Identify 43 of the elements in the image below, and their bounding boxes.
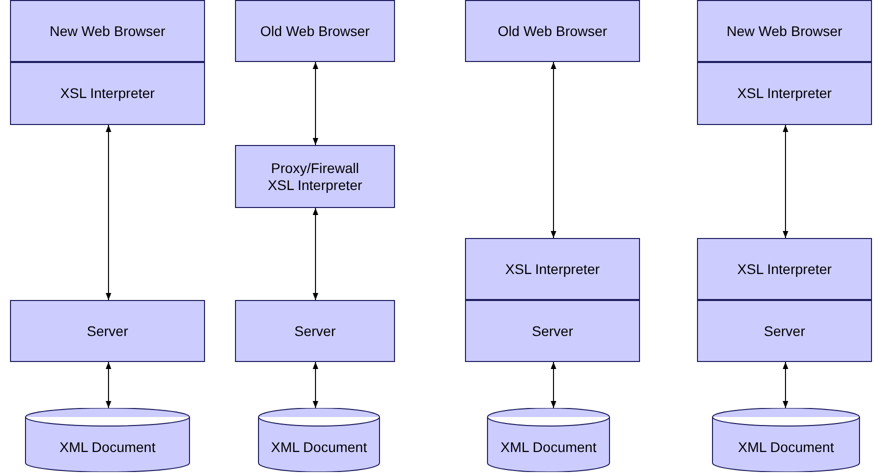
double-arrow — [312, 62, 318, 146]
double-arrow — [550, 362, 556, 408]
box-label: XML Document — [738, 438, 834, 456]
process-box — [697, 62, 872, 125]
process-box — [697, 238, 872, 300]
box-label: Server — [86, 322, 128, 340]
box-label: Server — [532, 322, 574, 340]
box-label: XSL Interpreter — [60, 85, 155, 102]
box-label: XSL Interpreter — [737, 260, 832, 278]
process-box — [235, 145, 395, 208]
process-box — [10, 300, 205, 362]
box-label: New Web Browser — [50, 22, 166, 40]
process-box — [10, 0, 205, 62]
box-label: Proxy/Firewall XSL Interpreter — [266, 160, 364, 194]
double-arrow — [106, 362, 112, 408]
database-cylinder — [25, 408, 190, 472]
process-box — [10, 62, 205, 125]
box-label: New Web Browser — [726, 22, 842, 40]
box-label: XML Document — [60, 438, 156, 456]
box-label: Server — [764, 322, 806, 340]
process-box — [465, 300, 640, 362]
process-box — [465, 238, 640, 300]
database-cylinder — [258, 408, 380, 472]
double-arrow — [782, 362, 788, 408]
box-label: XML Document — [500, 438, 596, 456]
process-box — [235, 300, 395, 362]
database-cylinder — [487, 408, 610, 472]
process-box — [235, 0, 395, 62]
box-label: XSL Interpreter — [737, 85, 832, 102]
box-label: XSL Interpreter — [505, 260, 600, 278]
double-arrow — [312, 208, 318, 300]
double-arrow — [782, 124, 788, 238]
box-label: Server — [294, 322, 336, 340]
process-box — [697, 0, 872, 62]
box-label: XML Document — [271, 438, 367, 456]
double-arrow — [312, 362, 318, 408]
process-box — [465, 0, 640, 62]
box-label: Old Web Browser — [498, 22, 608, 40]
database-cylinder — [712, 408, 860, 472]
process-box — [697, 300, 872, 362]
box-label: Old Web Browser — [260, 22, 370, 40]
double-arrow — [550, 62, 556, 238]
double-arrow — [106, 124, 112, 300]
